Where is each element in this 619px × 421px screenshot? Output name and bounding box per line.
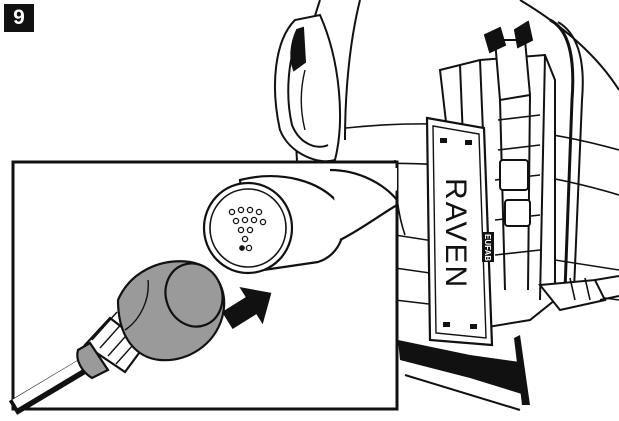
maker-label: EUFAB [483, 234, 492, 261]
arrow-right-icon [222, 286, 272, 329]
step-number-badge: 9 [4, 4, 34, 32]
detail-inset [8, 160, 399, 415]
license-plate-holder [425, 116, 494, 347]
brand-label: RAVEN [439, 178, 472, 289]
trailer-socket [202, 168, 398, 275]
tail-light [274, 13, 341, 163]
maker-badge: EUFAB [482, 232, 494, 262]
socket-pin-holes [228, 206, 267, 252]
ground-shadow [398, 335, 530, 411]
connector-plug [8, 260, 226, 415]
